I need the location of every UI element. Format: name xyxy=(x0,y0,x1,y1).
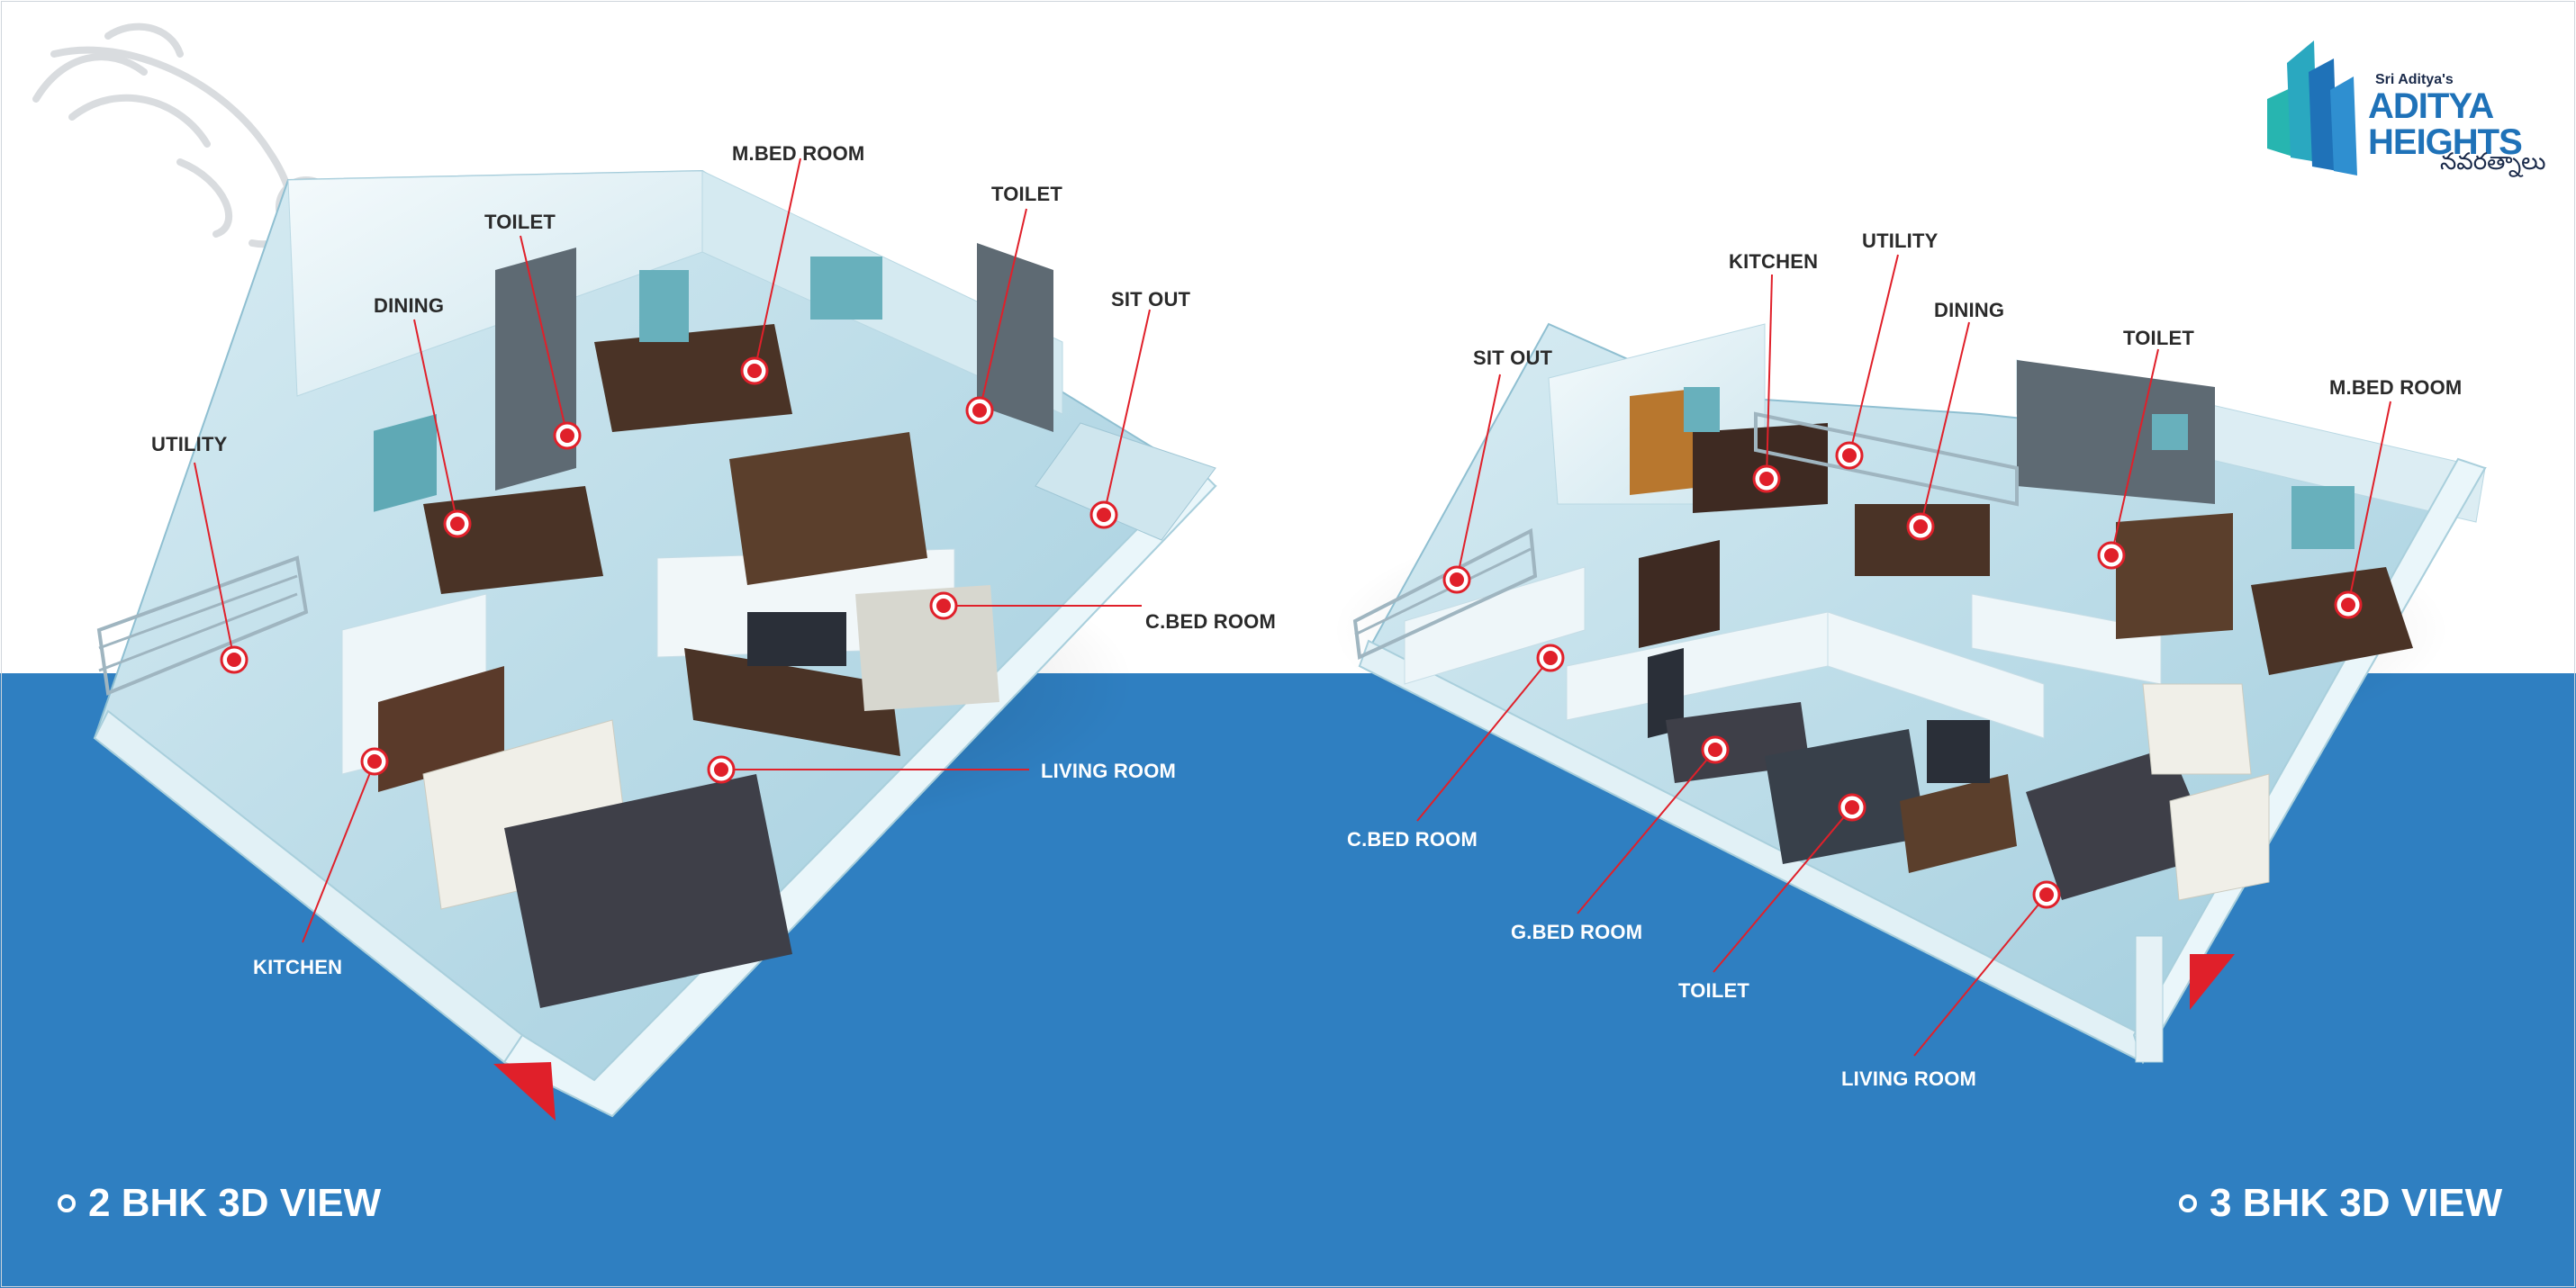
three-bhk-title: 3 BHK 3D VIEW xyxy=(2179,1181,2502,1226)
red-target-icon xyxy=(740,356,769,385)
red-target-icon xyxy=(1089,500,1118,529)
red-target-icon xyxy=(2032,880,2061,909)
label-2bhk-c-bed-room: C.BED ROOM xyxy=(1145,610,1276,633)
two-bhk-title-text: 2 BHK 3D VIEW xyxy=(88,1181,382,1225)
label-2bhk-living-room: LIVING ROOM xyxy=(1041,760,1177,782)
label-2bhk-kitchen: KITCHEN xyxy=(253,956,343,978)
label-3bhk-utility: UTILITY xyxy=(1862,230,1939,252)
red-target-icon xyxy=(1838,793,1866,822)
red-target-icon xyxy=(2334,590,2363,619)
red-target-icon xyxy=(1536,644,1565,672)
three-bhk-model xyxy=(1333,322,2487,1065)
label-3bhk-m-bed-room: M.BED ROOM xyxy=(2329,376,2463,399)
two-bhk-markers xyxy=(220,356,1118,784)
red-target-icon xyxy=(1752,464,1781,493)
brand-logo: Sri Aditya's ADITYA HEIGHTS నవరత్నాలు xyxy=(2260,36,2546,180)
label-3bhk-c-bed-room: C.BED ROOM xyxy=(1347,828,1478,851)
label-3bhk-g-bed-room: G.BED ROOM xyxy=(1511,921,1643,943)
label-2bhk-utility: UTILITY xyxy=(151,433,228,455)
label-2bhk-toilet-left: TOILET xyxy=(484,211,556,233)
north-arrow-icon xyxy=(493,1062,556,1121)
label-3bhk-toilet-top: TOILET xyxy=(2123,327,2195,349)
logo-line2: HEIGHTS xyxy=(2368,122,2523,162)
label-2bhk-toilet-right: TOILET xyxy=(991,183,1063,205)
building-logo-icon xyxy=(2267,41,2357,176)
red-target-icon xyxy=(965,396,994,425)
label-3bhk-kitchen: KITCHEN xyxy=(1729,250,1819,273)
three-bhk-leaders xyxy=(1416,254,2391,1057)
red-target-icon xyxy=(443,509,472,538)
two-bhk-title: 2 BHK 3D VIEW xyxy=(58,1181,381,1226)
logo-line1: ADITYA xyxy=(2368,86,2494,126)
logo-prefix: Sri Aditya's xyxy=(2375,72,2454,87)
circle-bullet-icon xyxy=(58,1194,76,1212)
red-target-icon xyxy=(220,645,249,674)
circle-bullet-icon xyxy=(2179,1194,2197,1212)
label-3bhk-sit-out: SIT OUT xyxy=(1473,347,1553,369)
red-target-icon xyxy=(707,755,736,784)
label-2bhk-dining: DINING xyxy=(374,294,445,317)
label-2bhk-m-bed-room: M.BED ROOM xyxy=(732,142,865,165)
three-bhk-title-text: 3 BHK 3D VIEW xyxy=(2210,1181,2503,1225)
red-target-icon xyxy=(1701,735,1730,764)
red-target-icon xyxy=(1906,512,1935,541)
label-3bhk-toilet-bottom: TOILET xyxy=(1678,979,1750,1002)
label-2bhk-sit-out: SIT OUT xyxy=(1111,288,1191,311)
red-target-icon xyxy=(2097,541,2126,570)
label-3bhk-dining: DINING xyxy=(1934,299,2005,321)
two-bhk-leaders xyxy=(194,158,1151,943)
north-arrow-icon xyxy=(2190,954,2235,1010)
label-3bhk-living-room: LIVING ROOM xyxy=(1841,1067,1977,1090)
red-target-icon xyxy=(1835,441,1864,470)
logo-tagline: నవరత్నాలు xyxy=(2440,148,2546,175)
three-bhk-markers xyxy=(1442,441,2363,909)
red-target-icon xyxy=(1442,565,1471,594)
red-target-icon xyxy=(929,591,958,620)
red-target-icon xyxy=(553,421,582,450)
red-target-icon xyxy=(360,747,389,776)
